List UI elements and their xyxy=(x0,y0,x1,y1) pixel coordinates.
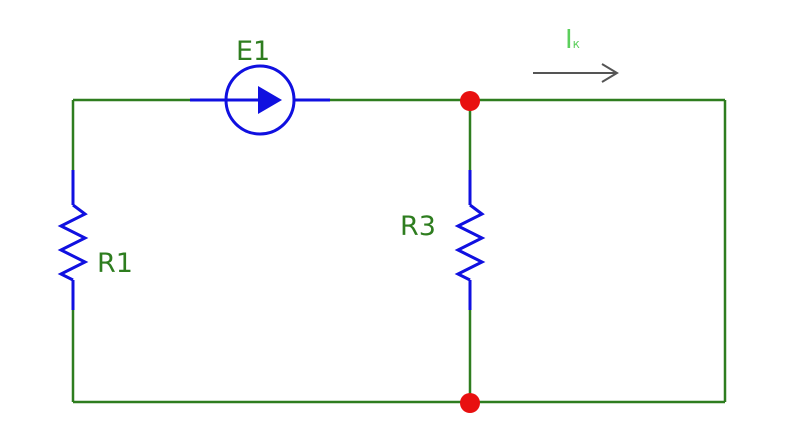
r3-zigzag xyxy=(454,203,486,282)
node-bottom xyxy=(460,393,480,413)
label-e1: E1 xyxy=(236,36,270,67)
current-source-e1 xyxy=(190,64,330,136)
resistor-r1 xyxy=(57,170,89,310)
node-top xyxy=(460,91,480,111)
r1-zigzag xyxy=(57,203,89,282)
resistor-r3 xyxy=(454,170,486,310)
current-arrow-icon xyxy=(533,63,619,83)
label-current-sub: к xyxy=(573,37,580,51)
source-arrow-icon xyxy=(258,86,282,114)
label-current: Iк xyxy=(565,25,580,55)
label-r1: R1 xyxy=(97,248,133,279)
wires xyxy=(71,98,727,404)
label-current-main: I xyxy=(565,25,573,55)
label-r3: R3 xyxy=(400,211,436,242)
current-arrow-head xyxy=(601,63,619,83)
